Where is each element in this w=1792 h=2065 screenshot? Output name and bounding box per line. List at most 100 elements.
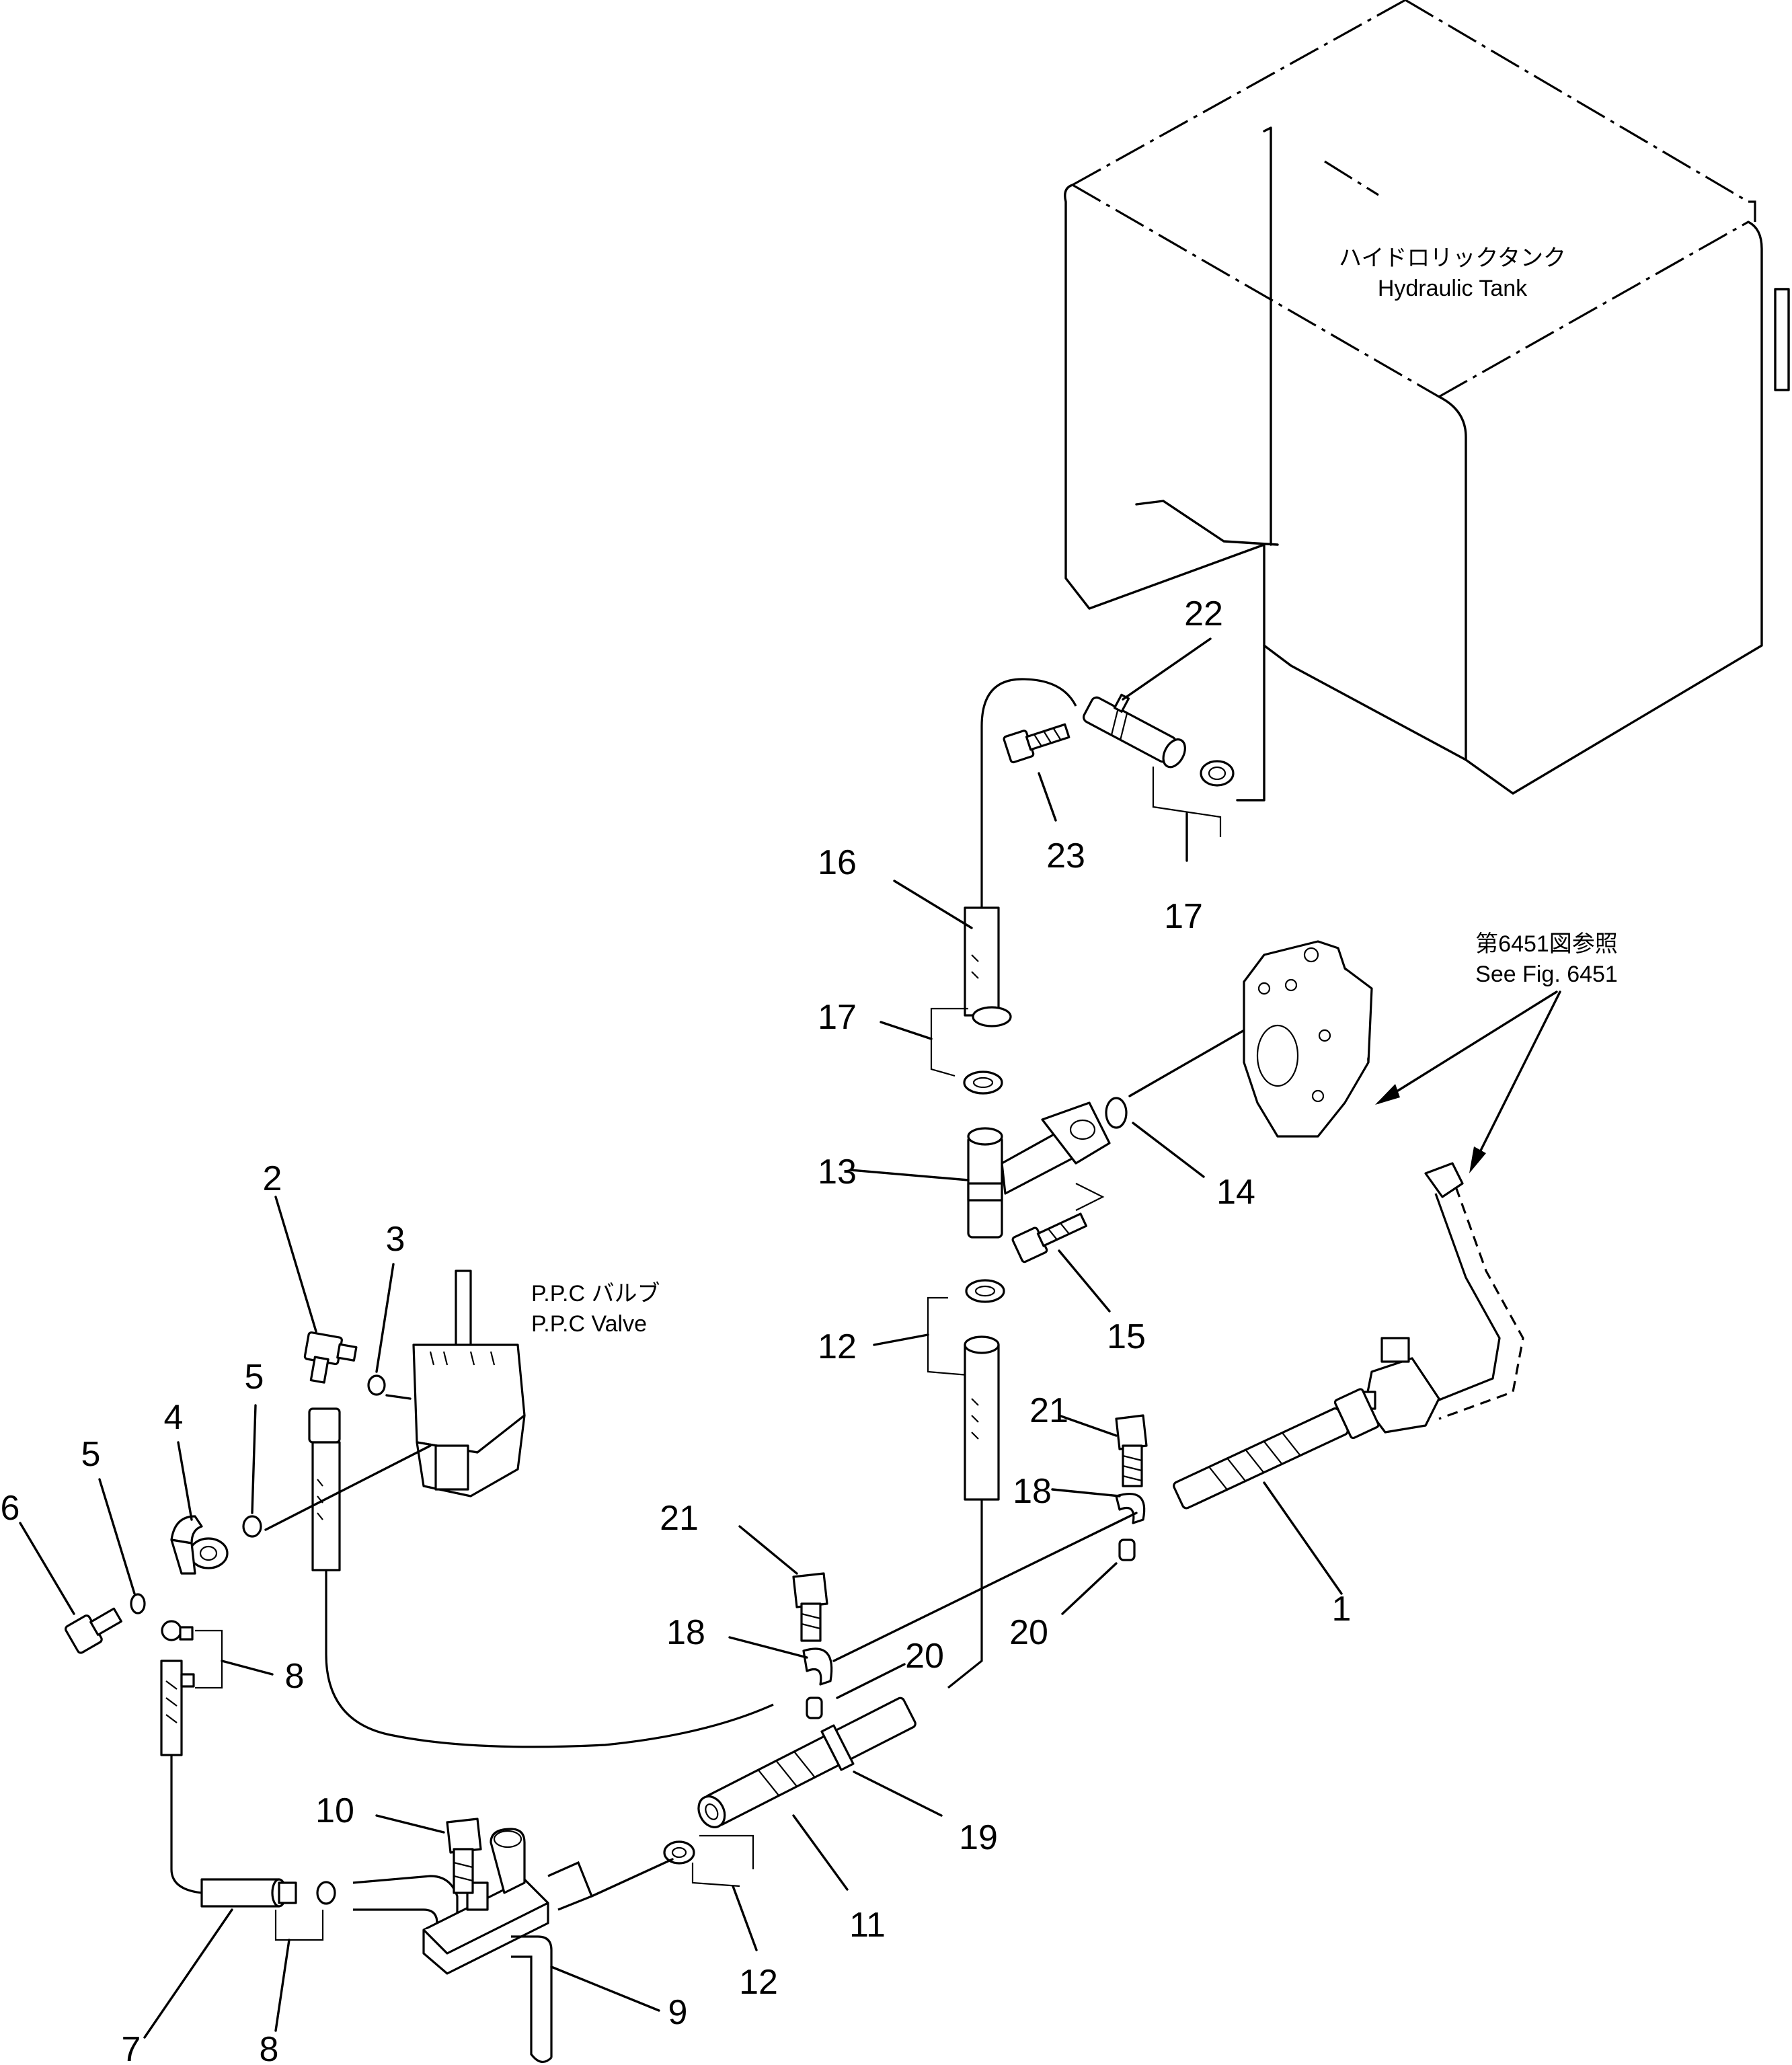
outlet-tube-22: [1083, 693, 1186, 769]
ref-arrowhead-pipe: [1469, 1146, 1486, 1173]
callout-20-right: 20: [1009, 1613, 1048, 1652]
callout-9: 9: [668, 1993, 688, 2032]
tank-top-right-edge: [1405, 0, 1749, 203]
tube-9-down-b: [511, 1955, 553, 2063]
callout-15: 15: [1107, 1317, 1146, 1356]
callout-20-middle: 20: [905, 1637, 944, 1676]
clamp-18-middle: [802, 1647, 833, 1686]
bolt-21-right: [1115, 1414, 1148, 1487]
connector-valve-oring: [264, 1444, 432, 1531]
hose-vertical-8: [160, 1660, 183, 1756]
bracket-12-bottom-right: [699, 1834, 754, 1869]
pipe-nut-top: [1424, 1162, 1464, 1198]
hose-1: [1173, 1388, 1380, 1510]
clamp-17-lower-a: [972, 1006, 1012, 1027]
tank-top-left-edge: [1072, 0, 1406, 186]
leader-14: [1132, 1122, 1205, 1178]
o-ring-3: [367, 1374, 386, 1396]
clamp-set-middle: [728, 1525, 906, 1719]
bracket-17-top: [1152, 767, 1222, 837]
leader-9: [550, 1965, 660, 2012]
leader-17-mid: [880, 1021, 933, 1040]
bracket-12-top: [927, 1296, 969, 1376]
tank-inner-top: [1263, 126, 1272, 546]
callout-8-upper: 8: [285, 1657, 305, 1696]
tank-corner-mark: [1748, 200, 1756, 222]
connector-line-mid: [832, 1512, 1138, 1662]
tube-9-left-inner: [353, 1908, 438, 1924]
tank-top-front-edge: [1072, 184, 1440, 398]
leader-20-middle: [836, 1663, 906, 1699]
bracket-8-lower: [274, 1910, 324, 1941]
elbow-13-flange: [1041, 1101, 1111, 1165]
callout-17-mid: 17: [818, 998, 857, 1037]
tank-right-side: [1263, 221, 1763, 795]
tank-side-bracket: [1774, 288, 1790, 391]
callout-2: 2: [263, 1159, 282, 1198]
leader-15: [1058, 1249, 1111, 1313]
tank-label-jp: ハイドロリックタンク: [1339, 245, 1566, 271]
hose-12-segment: [964, 1343, 1000, 1501]
callout-16: 16: [818, 843, 857, 882]
bracket-8-upper: [195, 1629, 223, 1689]
bracket-12-bottom-left: [691, 1863, 740, 1887]
elbow-4-neck: [170, 1515, 203, 1545]
tube-9-left: [352, 1875, 459, 1920]
block-9-port: [490, 1828, 526, 1894]
ppc-valve: P.P.C バルブ P.P.C Valve: [412, 1270, 660, 1497]
leader-3: [375, 1263, 395, 1373]
tank-top-right-front: [1438, 221, 1749, 398]
connector-line-pump: [1128, 1017, 1265, 1097]
ref-label-jp: 第6451図参照: [1475, 931, 1618, 957]
leader-19: [853, 1770, 943, 1817]
hose-12-line: [947, 1499, 983, 1689]
leader-7: [143, 1908, 233, 2039]
clamp-set-right: [1051, 1414, 1148, 1615]
leader-16: [893, 880, 973, 929]
callout-1: 1: [1332, 1590, 1352, 1629]
plug-6: [65, 1607, 122, 1654]
ref-arrowhead-pump: [1375, 1084, 1400, 1105]
callout-12-bottom: 12: [739, 1963, 778, 2002]
spacer-20-right: [1118, 1538, 1136, 1561]
callout-18-middle: 18: [666, 1613, 705, 1652]
hose-16-end: [964, 906, 1000, 1017]
leader-20-right: [1061, 1562, 1118, 1615]
o-ring-5-right: [242, 1515, 262, 1538]
bracket-17-mid: [930, 1007, 968, 1077]
pipe-line-b: [1438, 1186, 1524, 1420]
o-ring-14: [1105, 1097, 1128, 1129]
callout-7: 7: [122, 2030, 141, 2065]
clamp-12-top: [965, 1279, 1005, 1303]
ref-label-en: See Fig. 6451: [1475, 962, 1618, 987]
hose-top-nut: [308, 1407, 341, 1444]
pump-body: [1243, 940, 1373, 1138]
leader-12-bottom: [732, 1885, 758, 1951]
callout-5-right: 5: [245, 1358, 264, 1397]
callout-19: 19: [959, 1818, 998, 1857]
o-ring-5-left: [130, 1593, 146, 1614]
tank-front-left-edge: [1064, 184, 1265, 610]
clamp-17-top: [1200, 760, 1235, 787]
tank-label-en: Hydraulic Tank: [1378, 276, 1528, 301]
pump-side: [1344, 967, 1373, 1063]
bolt-21-middle: [792, 1572, 828, 1642]
callout-11: 11: [849, 1906, 886, 1945]
fitting-8-upper: [161, 1620, 194, 1641]
ppc-label-en: P.P.C Valve: [531, 1311, 647, 1337]
leader-18-right: [1051, 1488, 1121, 1497]
bracket-15: [1075, 1183, 1105, 1211]
leader-13: [849, 1169, 970, 1181]
tube-9-down-a: [511, 1935, 553, 2058]
callout-23: 23: [1046, 836, 1085, 875]
leader-21-middle: [738, 1525, 798, 1575]
tank-step-ledge: [1135, 500, 1279, 546]
ppc-label-jp: P.P.C バルブ: [531, 1281, 660, 1307]
callout-21-middle: 21: [660, 1499, 699, 1538]
callout-21-right: 21: [1029, 1391, 1068, 1430]
leader-8-lower: [274, 1939, 290, 2032]
valve-fitting-right: [1357, 1337, 1440, 1434]
block-9-group: [352, 1814, 674, 2063]
callout-14: 14: [1216, 1173, 1255, 1212]
leader-1: [1263, 1481, 1343, 1595]
